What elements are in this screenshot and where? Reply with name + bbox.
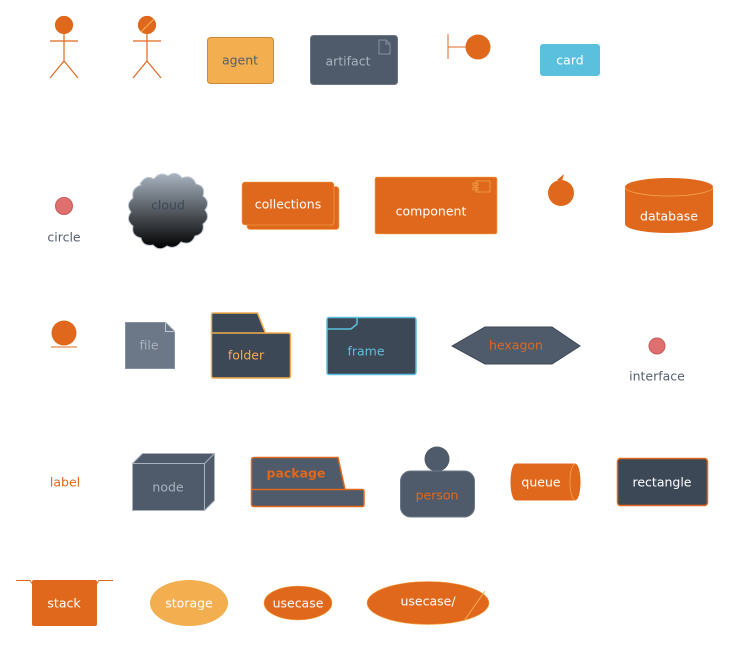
usecase-shape[interactable]: usecase: [263, 585, 333, 621]
queue-label: queue: [521, 475, 560, 490]
collections-shape[interactable]: collections: [241, 181, 340, 230]
label-element[interactable]: label: [50, 475, 80, 490]
hexagon-label: hexagon: [489, 338, 543, 353]
card-label: card: [556, 53, 583, 68]
artifact-label: artifact: [325, 54, 370, 69]
node-label: node: [152, 480, 184, 495]
storage-shape[interactable]: storage: [150, 580, 228, 626]
database-label: database: [640, 209, 698, 224]
hexagon-shape[interactable]: hexagon: [450, 326, 581, 365]
artifact-shape[interactable]: artifact: [310, 35, 398, 85]
package-shape[interactable]: package: [250, 456, 365, 508]
database-shape[interactable]: database: [624, 178, 714, 233]
file-label: file: [139, 338, 158, 353]
stack-shape[interactable]: stack: [16, 580, 113, 626]
circle-shape[interactable]: circle: [47, 197, 81, 245]
package-label: package: [267, 466, 326, 481]
folder-shape[interactable]: folder: [210, 312, 292, 379]
card-shape[interactable]: card: [540, 44, 600, 76]
usecase-label: usecase: [273, 596, 324, 611]
component-label: component: [396, 204, 467, 219]
storage-label: storage: [165, 596, 213, 611]
interface-shape[interactable]: interface: [629, 337, 685, 384]
stack-label: stack: [47, 596, 81, 611]
rectangle-label: rectangle: [632, 475, 691, 490]
node-shape[interactable]: node: [132, 453, 215, 511]
rectangle-shape[interactable]: rectangle: [616, 457, 709, 507]
actor-shape[interactable]: [49, 15, 79, 79]
frame-label: frame: [347, 344, 384, 359]
file-shape[interactable]: file: [125, 322, 175, 369]
business-actor-shape[interactable]: [132, 15, 162, 79]
document-icon: [378, 39, 391, 55]
frame-shape[interactable]: frame: [326, 316, 417, 376]
folder-label: folder: [228, 348, 265, 363]
boundary-shape[interactable]: [447, 34, 491, 60]
usecase-slash-label: usecase/: [400, 594, 456, 609]
collections-label: collections: [255, 197, 322, 212]
business-usecase-shape[interactable]: usecase/: [366, 581, 490, 625]
agent-label: agent: [222, 53, 258, 68]
entity-shape[interactable]: [51, 320, 77, 348]
interface-label: interface: [629, 369, 685, 384]
control-shape[interactable]: [548, 174, 574, 206]
component-shape[interactable]: component: [374, 176, 498, 235]
person-label: person: [416, 488, 459, 503]
cloud-label: cloud: [151, 198, 185, 213]
queue-shape[interactable]: queue: [510, 463, 581, 501]
person-shape[interactable]: person: [400, 446, 475, 518]
circle-label: circle: [47, 230, 81, 245]
agent-shape[interactable]: agent: [207, 37, 274, 84]
cloud-shape[interactable]: cloud: [127, 172, 209, 250]
component-icon: [472, 180, 491, 193]
